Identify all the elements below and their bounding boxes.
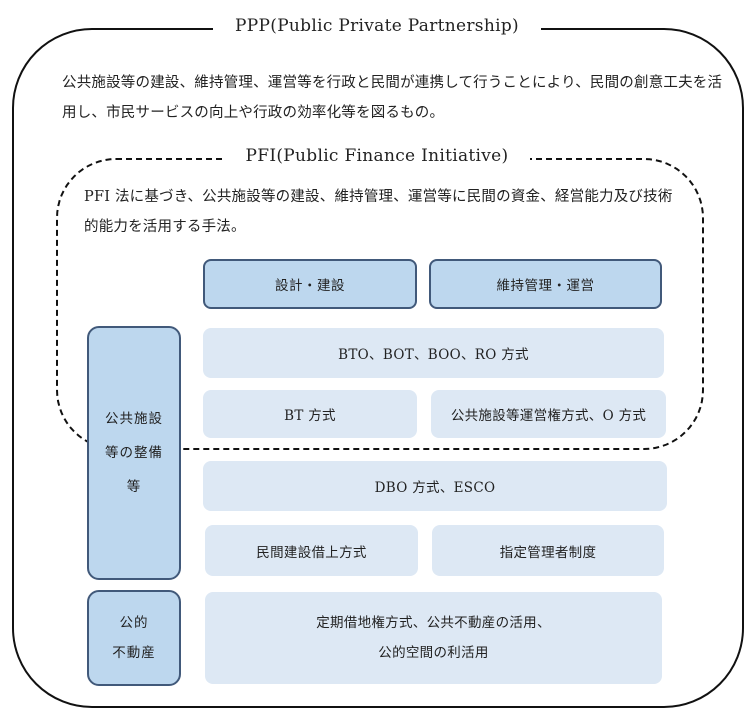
bt-label: BT 方式 bbox=[284, 408, 336, 424]
pfi-description: PFI 法に基づき、公共施設等の建設、維持管理、運営等に民間の資金、経営能力及び… bbox=[84, 189, 673, 235]
dbo-method: DBO 方式、ESCO bbox=[203, 461, 667, 511]
ppp-title-wrap: PPP(Public Private Partnership) bbox=[0, 16, 754, 42]
pfi-title: PFI(Public Finance Initiative) bbox=[223, 146, 531, 166]
bto-bot-label: BTO、BOT、BOO、RO 方式 bbox=[338, 347, 529, 363]
ppp-description: 公共施設等の建設、維持管理、運営等を行政と民間が連携して行うことにより、民間の創… bbox=[62, 75, 723, 121]
design-build-label: 設計・建設 bbox=[275, 278, 345, 294]
designated-manager-label: 指定管理者制度 bbox=[499, 544, 597, 561]
land-lease-method: 定期借地権方式、公共不動産の活用、 公的空間の利活用 bbox=[205, 592, 662, 684]
bt-method: BT 方式 bbox=[203, 390, 417, 438]
bto-bot-method: BTO、BOT、BOO、RO 方式 bbox=[203, 328, 664, 378]
public-facilities-label: 公共施設等の整備等 bbox=[104, 411, 163, 495]
private-lease-label: 民間建設借上方式 bbox=[256, 544, 367, 561]
maintenance-operation-header: 維持管理・運営 bbox=[429, 259, 662, 309]
designated-manager-method: 指定管理者制度 bbox=[432, 525, 664, 576]
maintenance-operation-label: 維持管理・運営 bbox=[496, 278, 595, 294]
pfi-title-wrap: PFI(Public Finance Initiative) bbox=[0, 146, 754, 172]
ppp-title: PPP(Public Private Partnership) bbox=[213, 16, 541, 36]
dbo-label: DBO 方式、ESCO bbox=[374, 480, 496, 496]
design-build-header: 設計・建設 bbox=[203, 259, 417, 309]
public-real-estate-label-line1: 公的 bbox=[119, 615, 149, 631]
land-lease-label-line2: 公的空間の利活用 bbox=[378, 645, 489, 661]
public-facilities-category: 公共施設等の整備等 bbox=[87, 326, 181, 580]
public-real-estate-category: 公的 不動産 bbox=[87, 590, 181, 686]
private-lease-method: 民間建設借上方式 bbox=[205, 525, 418, 576]
concession-label: 公共施設等運営権方式、O 方式 bbox=[450, 408, 647, 424]
public-real-estate-label-line2: 不動産 bbox=[112, 645, 156, 661]
concession-method: 公共施設等運営権方式、O 方式 bbox=[431, 390, 666, 438]
land-lease-label-line1: 定期借地権方式、公共不動産の活用、 bbox=[316, 615, 551, 631]
